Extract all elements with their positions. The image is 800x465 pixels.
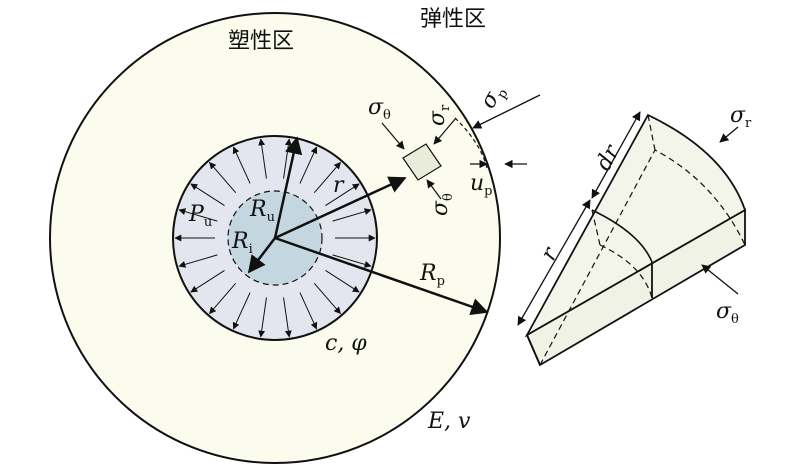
radial-arrow bbox=[299, 146, 318, 184]
c-phi-label: c, φ bbox=[325, 331, 367, 356]
radial-arrow bbox=[190, 270, 225, 293]
sigma-p-label: σp bbox=[476, 80, 512, 114]
wedge-sigma-theta-label: σθ bbox=[716, 299, 739, 327]
radial-pressure-arrows bbox=[174, 138, 376, 338]
wedge-r-dim bbox=[517, 199, 591, 326]
sigma-r-small-label: σr bbox=[425, 104, 453, 126]
ru-arrow bbox=[273, 136, 303, 239]
wedge-sigma-theta-arrow bbox=[701, 264, 739, 295]
up-label: up bbox=[470, 171, 493, 199]
radial-arrow bbox=[325, 270, 360, 293]
radial-arrow bbox=[258, 297, 267, 338]
radial-arrow bbox=[313, 161, 341, 193]
radial-arrow bbox=[178, 254, 218, 268]
radial-arrow bbox=[313, 283, 341, 315]
e-v-label: E, v bbox=[427, 409, 471, 434]
sigma-theta-bottom-arrow bbox=[426, 179, 442, 200]
sigma-theta-top-arrow bbox=[381, 122, 405, 150]
r-label: r bbox=[333, 173, 345, 198]
rp-label: Rp bbox=[419, 261, 445, 289]
radial-arrow bbox=[258, 138, 267, 179]
radial-arrow bbox=[325, 183, 360, 206]
radial-arrow bbox=[299, 292, 318, 330]
pu-label: Pu bbox=[188, 202, 212, 230]
sigma-theta-top-label: σθ bbox=[368, 95, 391, 123]
ru-label: Ru bbox=[249, 197, 275, 225]
radial-arrow bbox=[178, 208, 218, 222]
radial-arrow bbox=[190, 183, 225, 206]
sigma-r-small-arrow bbox=[433, 117, 457, 145]
r-arrow bbox=[274, 176, 407, 240]
radial-arrow bbox=[283, 297, 292, 338]
ri-arrow bbox=[247, 237, 276, 274]
wedge-sigma-r-label: σr bbox=[730, 103, 752, 131]
plastic-zone-label: 塑性区 bbox=[228, 29, 294, 54]
wedge-dr-dim bbox=[591, 111, 641, 199]
ri-label: Ri bbox=[231, 229, 253, 257]
wedge-element bbox=[517, 111, 747, 367]
radial-arrow bbox=[232, 146, 251, 184]
wedge-sigma-r-arrow bbox=[719, 126, 739, 143]
radial-arrow bbox=[332, 254, 372, 268]
elastic-zone-label: 弹性区 bbox=[420, 7, 486, 32]
radial-arrow bbox=[332, 208, 372, 222]
sigma-p-arrow bbox=[472, 94, 541, 129]
rp-arrow bbox=[274, 236, 489, 316]
radial-arrow bbox=[232, 292, 251, 330]
radial-arrow bbox=[209, 161, 237, 193]
radial-arrow bbox=[209, 283, 237, 315]
sigma-theta-bottom-label: σθ bbox=[428, 193, 456, 216]
stress-element bbox=[402, 143, 442, 181]
